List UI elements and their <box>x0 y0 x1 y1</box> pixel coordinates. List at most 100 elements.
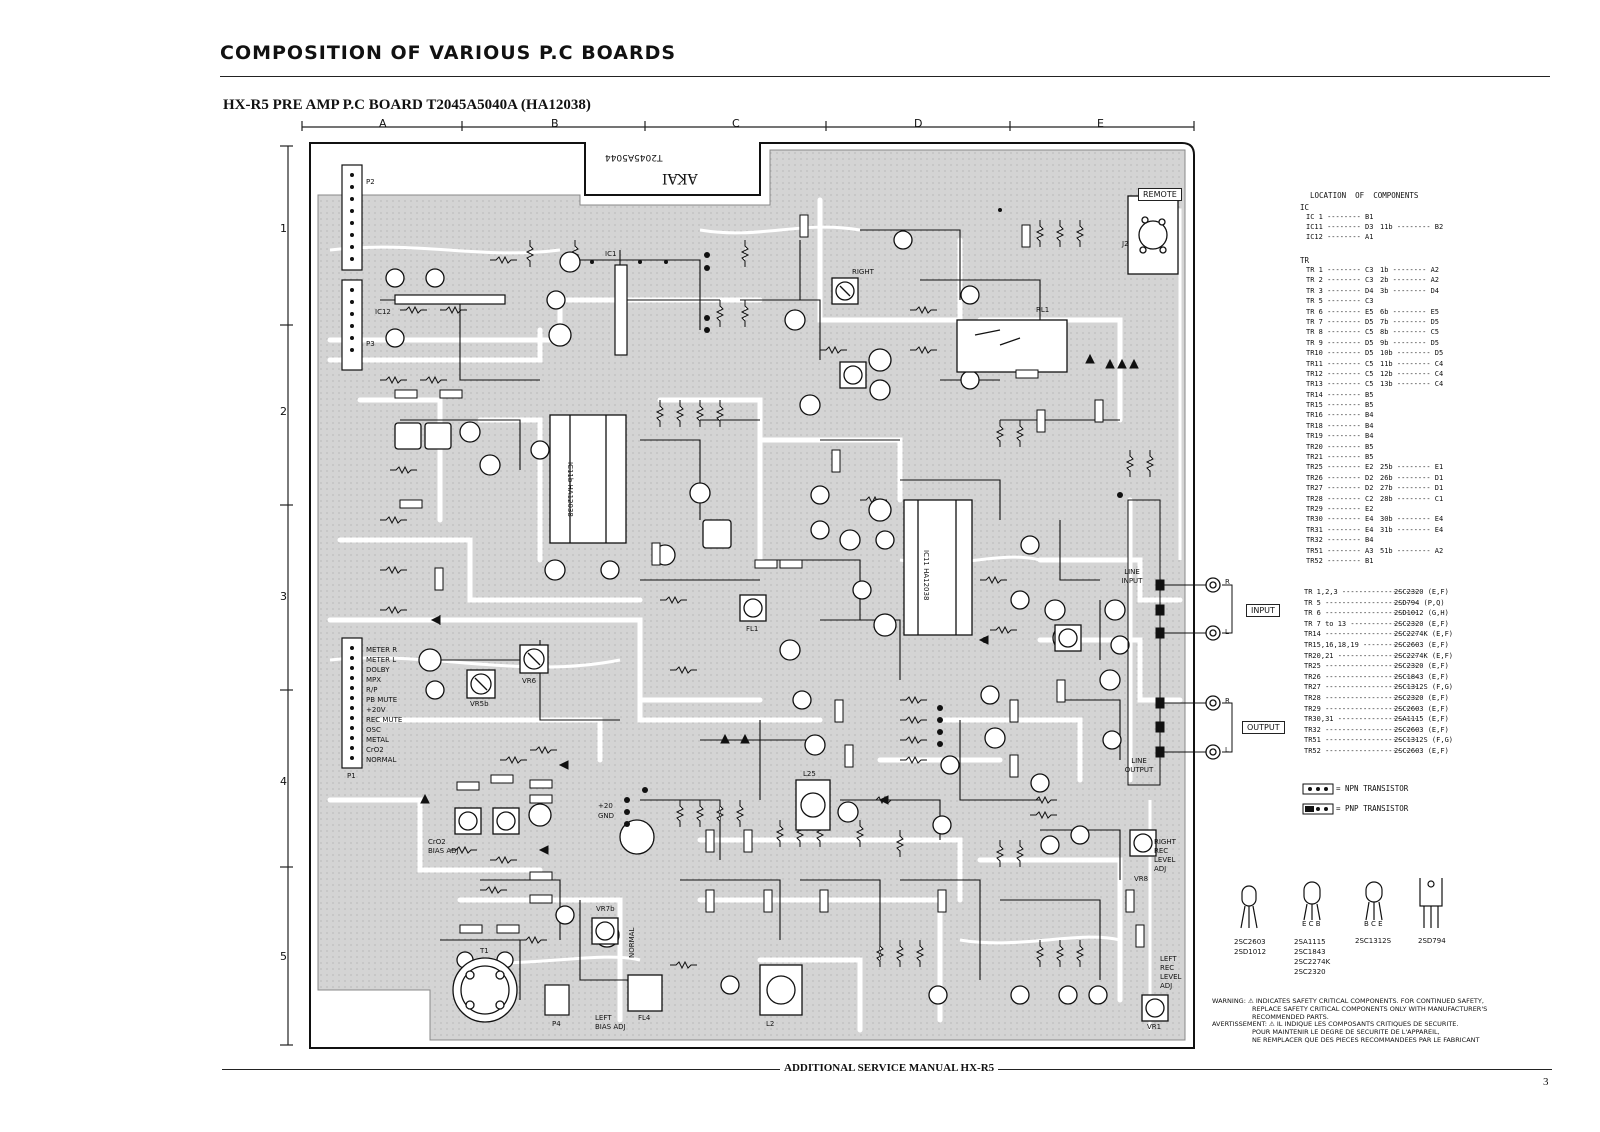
legend-tr-row: TR32 -------- B4 <box>1306 536 1373 546</box>
p1-pin-label: METER R <box>366 646 398 654</box>
pinout-group-1: 2SC2603 2SD1012 <box>1234 937 1266 957</box>
legend-tr-row-right: 3b -------- D4 <box>1380 286 1440 295</box>
p1-pin-label: MPX <box>366 676 382 684</box>
transistor-type-row-right: 2SC2274K (E,F) <box>1394 630 1454 639</box>
legend-tr-row-right: 2b -------- A2 <box>1380 276 1440 285</box>
transistor-type-row-left: TR30,31 ------------------- <box>1304 715 1418 724</box>
transformer-t1-label: T1 <box>480 947 489 955</box>
transistor-type-row-right: 2SC1312S (F,G) <box>1394 683 1454 692</box>
transistor-type-row-left: TR 5 ---------------------- <box>1304 598 1418 607</box>
legend-tr-row: TR15 -------- B5 <box>1306 401 1373 411</box>
board-part-code: T2045A5044 <box>605 152 663 162</box>
transistor-type-row-right: 2SC2320 (E,F) <box>1394 693 1449 702</box>
ic11b-label: IC11b HA12038 <box>566 462 574 517</box>
left-rec-level-adj-label: LEFT REC LEVEL ADJ <box>1160 955 1182 990</box>
transistor-type-row: TR 5 ----------------------2SD794 (P,Q) <box>1304 598 1445 610</box>
legend-tr-row-right: 28b -------- C1 <box>1380 494 1444 503</box>
jack-r-label: R <box>1225 578 1230 586</box>
vr8-label: VR8 <box>1134 875 1149 883</box>
cro2-bias-adj-label: CrO2 BIAS ADJ <box>428 838 459 855</box>
transistor-type-row-right: 2SC1312S (F,G) <box>1394 736 1454 745</box>
legend-ic-row-left: IC11 -------- D3 <box>1306 223 1374 231</box>
transistor-type-row: TR25 ----------------------2SC2320 (E,F) <box>1304 662 1449 673</box>
warning-line: AVERTISSEMENT: ⚠ IL INDIQUE LES COMPOSAN… <box>1212 1020 1459 1029</box>
ic11-label: IC11 HA12038 <box>922 550 930 601</box>
p1-pin-label: CrO2 <box>366 746 384 754</box>
vr1-label: VR1 <box>1147 1023 1162 1031</box>
legend-tr-row-left: TR20 -------- B5 <box>1306 442 1374 451</box>
warning-line: POUR MAINTENIR LE DEGRE DE SECURITE DE L… <box>1252 1028 1440 1037</box>
transistor-type-row: TR 6 ----------------------2SD1012 (G,H) <box>1304 609 1449 620</box>
footer-title: ADDITIONAL SERVICE MANUAL HX-R5 <box>780 1062 999 1074</box>
relay-rl1-label: RL1 <box>1036 306 1050 314</box>
transistor-type-row-left: TR 6 ---------------------- <box>1304 609 1418 618</box>
transistor-type-row: TR 7 to 13 ----------------2SC2320 (E,F) <box>1304 620 1449 631</box>
grid-col-c: C <box>732 117 740 130</box>
transistor-type-row-right: 2SD1012 (G,H) <box>1394 609 1449 618</box>
transistor-type-row: TR29 ----------------------2SC2603 (E,F) <box>1304 704 1449 716</box>
pinout-part: 2SC2603 <box>1234 938 1266 946</box>
legend-tr-row-right: 26b -------- D1 <box>1380 473 1444 482</box>
transistor-type-row-right: 2SC2274K (E,F) <box>1394 651 1454 660</box>
transistor-type-row: TR15,16,18,19 -------------2SC2603 (E,F) <box>1304 640 1449 652</box>
connector-p2-label: P2 <box>366 178 375 186</box>
legend-tr-row-left: TR32 -------- B4 <box>1306 536 1374 545</box>
coil-l2-label: L2 <box>766 1020 775 1028</box>
transistor-type-row-left: TR15,16,18,19 ------------- <box>1304 640 1418 649</box>
legend-tr-row-left: TR 8 -------- C5 <box>1306 328 1374 337</box>
legend-tr-row-right: 31b -------- E4 <box>1380 525 1444 534</box>
legend-tr-row-left: TR 6 -------- E5 <box>1306 307 1374 316</box>
npn-pnp-key-icon <box>1302 783 1334 815</box>
legend-tr-row: TR20 -------- B5 <box>1306 443 1373 453</box>
transistor-type-row-left: TR 1,2,3 ------------------ <box>1304 588 1418 596</box>
legend-tr-row-left: TR21 -------- B5 <box>1306 453 1374 462</box>
warning-line: RECOMMENDED PARTS. <box>1252 1012 1329 1021</box>
legend-tr-row-left: TR19 -------- B4 <box>1306 432 1374 441</box>
output-box-label: OUTPUT <box>1242 721 1285 734</box>
transistor-type-row: TR20,21 -------------------2SC2274K (E,F… <box>1304 652 1453 663</box>
legend-tr-row-right: 1b -------- A2 <box>1380 266 1440 274</box>
transistor-type-row-left: TR27 ---------------------- <box>1304 683 1418 692</box>
p1-pin-label: PB MUTE <box>366 696 398 704</box>
grid-row-4: 4 <box>280 775 287 788</box>
ic12-label: IC12 <box>375 308 391 316</box>
legend-ic-row-right: 11b -------- B2 <box>1380 223 1444 231</box>
transistor-type-row-right: 2SC2603 (E,F) <box>1394 704 1449 713</box>
legend-tr-row-left: TR11 -------- C5 <box>1306 359 1374 368</box>
line-input-label: LINE INPUT <box>1121 568 1143 585</box>
p1-pin-labels: METER R METER L DOLBY MPX R/P PB MUTE +2… <box>366 645 402 765</box>
pinout-group-2: 2SA1115 2SC1843 2SC2274K 2SC2320 <box>1294 937 1330 977</box>
transistor-type-row-left: TR29 ---------------------- <box>1304 704 1418 713</box>
safety-warning: WARNING: ⚠ INDICATES SAFETY CRITICAL COM… <box>1212 997 1487 1045</box>
transistor-type-row-right: 2SC2603 (E,F) <box>1394 746 1449 755</box>
legend-tr-row-left: TR27 -------- D2 <box>1306 484 1374 493</box>
legend-tr-row-right: 7b -------- D5 <box>1380 317 1440 326</box>
grid-col-a: A <box>379 117 387 130</box>
legend-tr-row-right: 25b -------- E1 <box>1380 463 1444 472</box>
legend-tr-row-left: TR13 -------- C5 <box>1306 380 1374 389</box>
board-title: HX-R5 PRE AMP P.C BOARD T2045A5040A (HA1… <box>223 97 591 113</box>
connector-j2-label: J2 <box>1122 240 1129 248</box>
legend-ic-header: IC <box>1300 203 1310 212</box>
legend-tr-row: TR18 -------- B4 <box>1306 422 1373 432</box>
right-rec-level-adj-label: RIGHT REC LEVEL ADJ <box>1154 838 1176 873</box>
jack-r-label: R <box>1225 697 1230 705</box>
p1-pin-label: METER L <box>366 656 397 664</box>
legend-tr-row-left: TR16 -------- B4 <box>1306 411 1374 420</box>
legend-tr-header: TR <box>1300 256 1310 265</box>
transistor-type-row-left: TR28 ---------------------- <box>1304 693 1418 702</box>
transistor-type-row: TR32 ----------------------2SC2603 (E,F) <box>1304 726 1449 737</box>
transistor-type-row-right: 2SA1115 (E,F) <box>1394 715 1449 724</box>
pinout-part: 2SA1115 <box>1294 938 1326 946</box>
board-brand-label: AKAI <box>662 170 698 186</box>
